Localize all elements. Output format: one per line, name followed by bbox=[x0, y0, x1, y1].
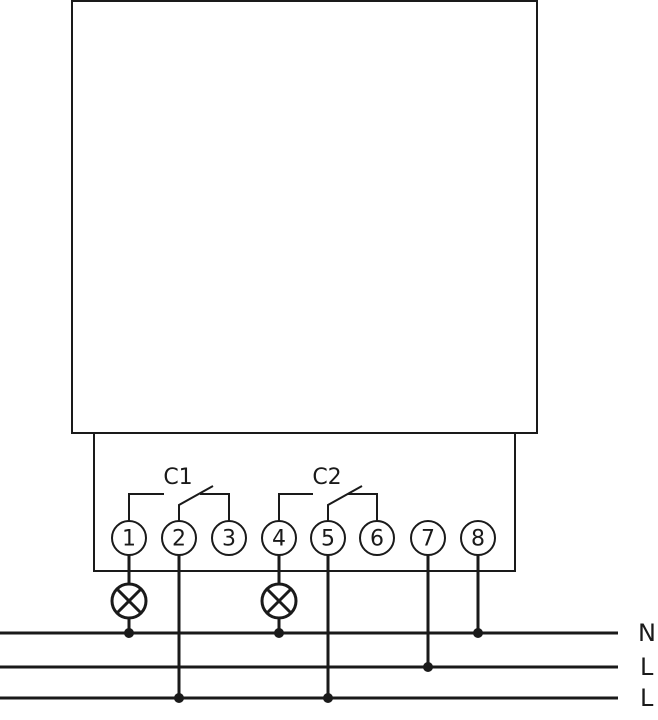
bus-label-n: N bbox=[638, 619, 656, 647]
junction-dots bbox=[124, 628, 483, 703]
terminal-8: 8 bbox=[460, 520, 496, 556]
svg-text:7: 7 bbox=[421, 527, 435, 552]
terminal-6: 6 bbox=[359, 520, 395, 556]
terminal-2: 2 bbox=[161, 520, 197, 556]
junction-dot bbox=[124, 628, 134, 638]
terminal-7: 7 bbox=[410, 520, 446, 556]
svg-text:8: 8 bbox=[471, 527, 485, 552]
terminal-4: 4 bbox=[261, 520, 297, 556]
contact-c2-label: C2 bbox=[312, 465, 341, 490]
junction-dot bbox=[174, 693, 184, 703]
terminal-3: 3 bbox=[211, 520, 247, 556]
contact-c2: C2 bbox=[278, 465, 378, 521]
bus-label-l-middle: L bbox=[640, 653, 654, 681]
junction-dot bbox=[473, 628, 483, 638]
junction-dot bbox=[323, 693, 333, 703]
svg-text:4: 4 bbox=[272, 527, 286, 552]
terminal-1: 1 bbox=[111, 520, 147, 556]
terminal-5: 5 bbox=[310, 520, 346, 556]
wires bbox=[127, 555, 480, 698]
contact-c1-label: C1 bbox=[163, 465, 192, 490]
svg-text:3: 3 bbox=[222, 527, 236, 552]
junction-dot bbox=[274, 628, 284, 638]
svg-text:2: 2 bbox=[172, 527, 186, 552]
junction-dot bbox=[423, 662, 433, 672]
bus-label-l-bottom: L bbox=[640, 684, 654, 712]
contact-c1: C1 bbox=[128, 465, 230, 521]
terminal-block bbox=[93, 432, 516, 572]
bus-lines: N L L bbox=[0, 619, 656, 712]
lamp-icon bbox=[260, 582, 298, 620]
svg-text:6: 6 bbox=[370, 527, 384, 552]
device-housing bbox=[71, 0, 538, 434]
svg-text:5: 5 bbox=[321, 527, 335, 552]
lamp-icon bbox=[110, 582, 148, 620]
svg-text:1: 1 bbox=[122, 527, 136, 552]
